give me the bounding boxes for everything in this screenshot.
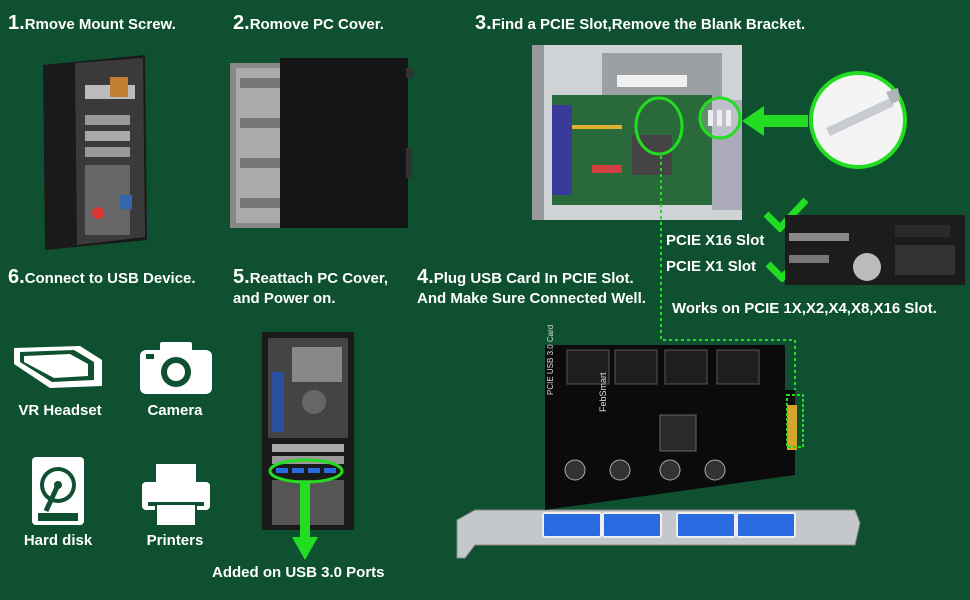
step-4-line1: Plug USB Card In PCIE Slot.	[433, 270, 634, 287]
hard-disk-label: Hard disk	[23, 532, 93, 549]
step-1-heading: 1.Rmove Mount Screw.	[8, 13, 176, 35]
step-2-heading: 2.Romove PC Cover.	[233, 13, 384, 35]
bracket-highlight-circle	[698, 96, 742, 140]
camera-label: Camera	[147, 402, 203, 419]
pcie-x1-label: PCIE X1 Slot	[666, 258, 757, 275]
card-name-text: PCIE USB 3.0 Card	[546, 324, 555, 395]
step-2-text: Romove PC Cover.	[249, 16, 384, 33]
step-3-text: Find a PCIE Slot,Remove the Blank Bracke…	[491, 16, 806, 33]
step-5-number: 5.	[233, 266, 250, 288]
card-brand-text: FebSmart	[598, 372, 608, 412]
blank-bracket-image	[808, 70, 908, 170]
step-6-heading: 6.Connect to USB Device.	[8, 267, 196, 289]
printer-label: Printers	[146, 532, 204, 549]
connector-dotted-line	[660, 155, 800, 395]
usb-ports-highlight	[268, 458, 344, 484]
arrow-down-icon	[292, 482, 318, 562]
pcie-usb-card-image	[455, 345, 875, 560]
pcie-x16-label: PCIE X16 Slot	[666, 232, 765, 249]
works-on-text: Works on PCIE 1X,X2,X4,X8,X16 Slot.	[672, 300, 937, 317]
arrow-left-icon	[742, 106, 808, 136]
step-2-number: 2.	[233, 12, 250, 34]
step-5-line2: and Power on.	[233, 290, 336, 307]
step-3-number: 3.	[475, 12, 492, 34]
checkmark-x16-icon	[762, 196, 810, 232]
added-ports-text: Added on USB 3.0 Ports	[212, 564, 385, 581]
step-1-number: 1.	[8, 12, 25, 34]
step-6-text: Connect to USB Device.	[24, 270, 196, 287]
step-1-text: Rmove Mount Screw.	[24, 16, 176, 33]
vr-headset-label: VR Headset	[18, 402, 102, 419]
slot-highlight-circle	[634, 96, 684, 156]
step-4-number: 4.	[417, 266, 434, 288]
step-6-number: 6.	[8, 266, 25, 288]
gold-finger-highlight	[785, 393, 805, 449]
step-4-line2: And Make Sure Connected Well.	[417, 290, 646, 307]
motherboard-closeup-image	[785, 215, 965, 285]
printer-icon	[140, 462, 212, 528]
step-5-line1: Reattach PC Cover,	[249, 270, 389, 287]
vr-headset-icon	[10, 342, 106, 392]
hard-disk-icon	[30, 455, 86, 527]
pc-cover-image	[228, 58, 418, 233]
step-5-heading: 5.Reattach PC Cover, and Power on.	[233, 267, 388, 309]
pc-tower-image	[35, 55, 155, 250]
step-4-heading: 4.Plug USB Card In PCIE Slot. And Make S…	[417, 267, 646, 309]
step-3-heading: 3.Find a PCIE Slot,Remove the Blank Brac…	[475, 13, 805, 35]
camera-icon	[138, 340, 214, 396]
